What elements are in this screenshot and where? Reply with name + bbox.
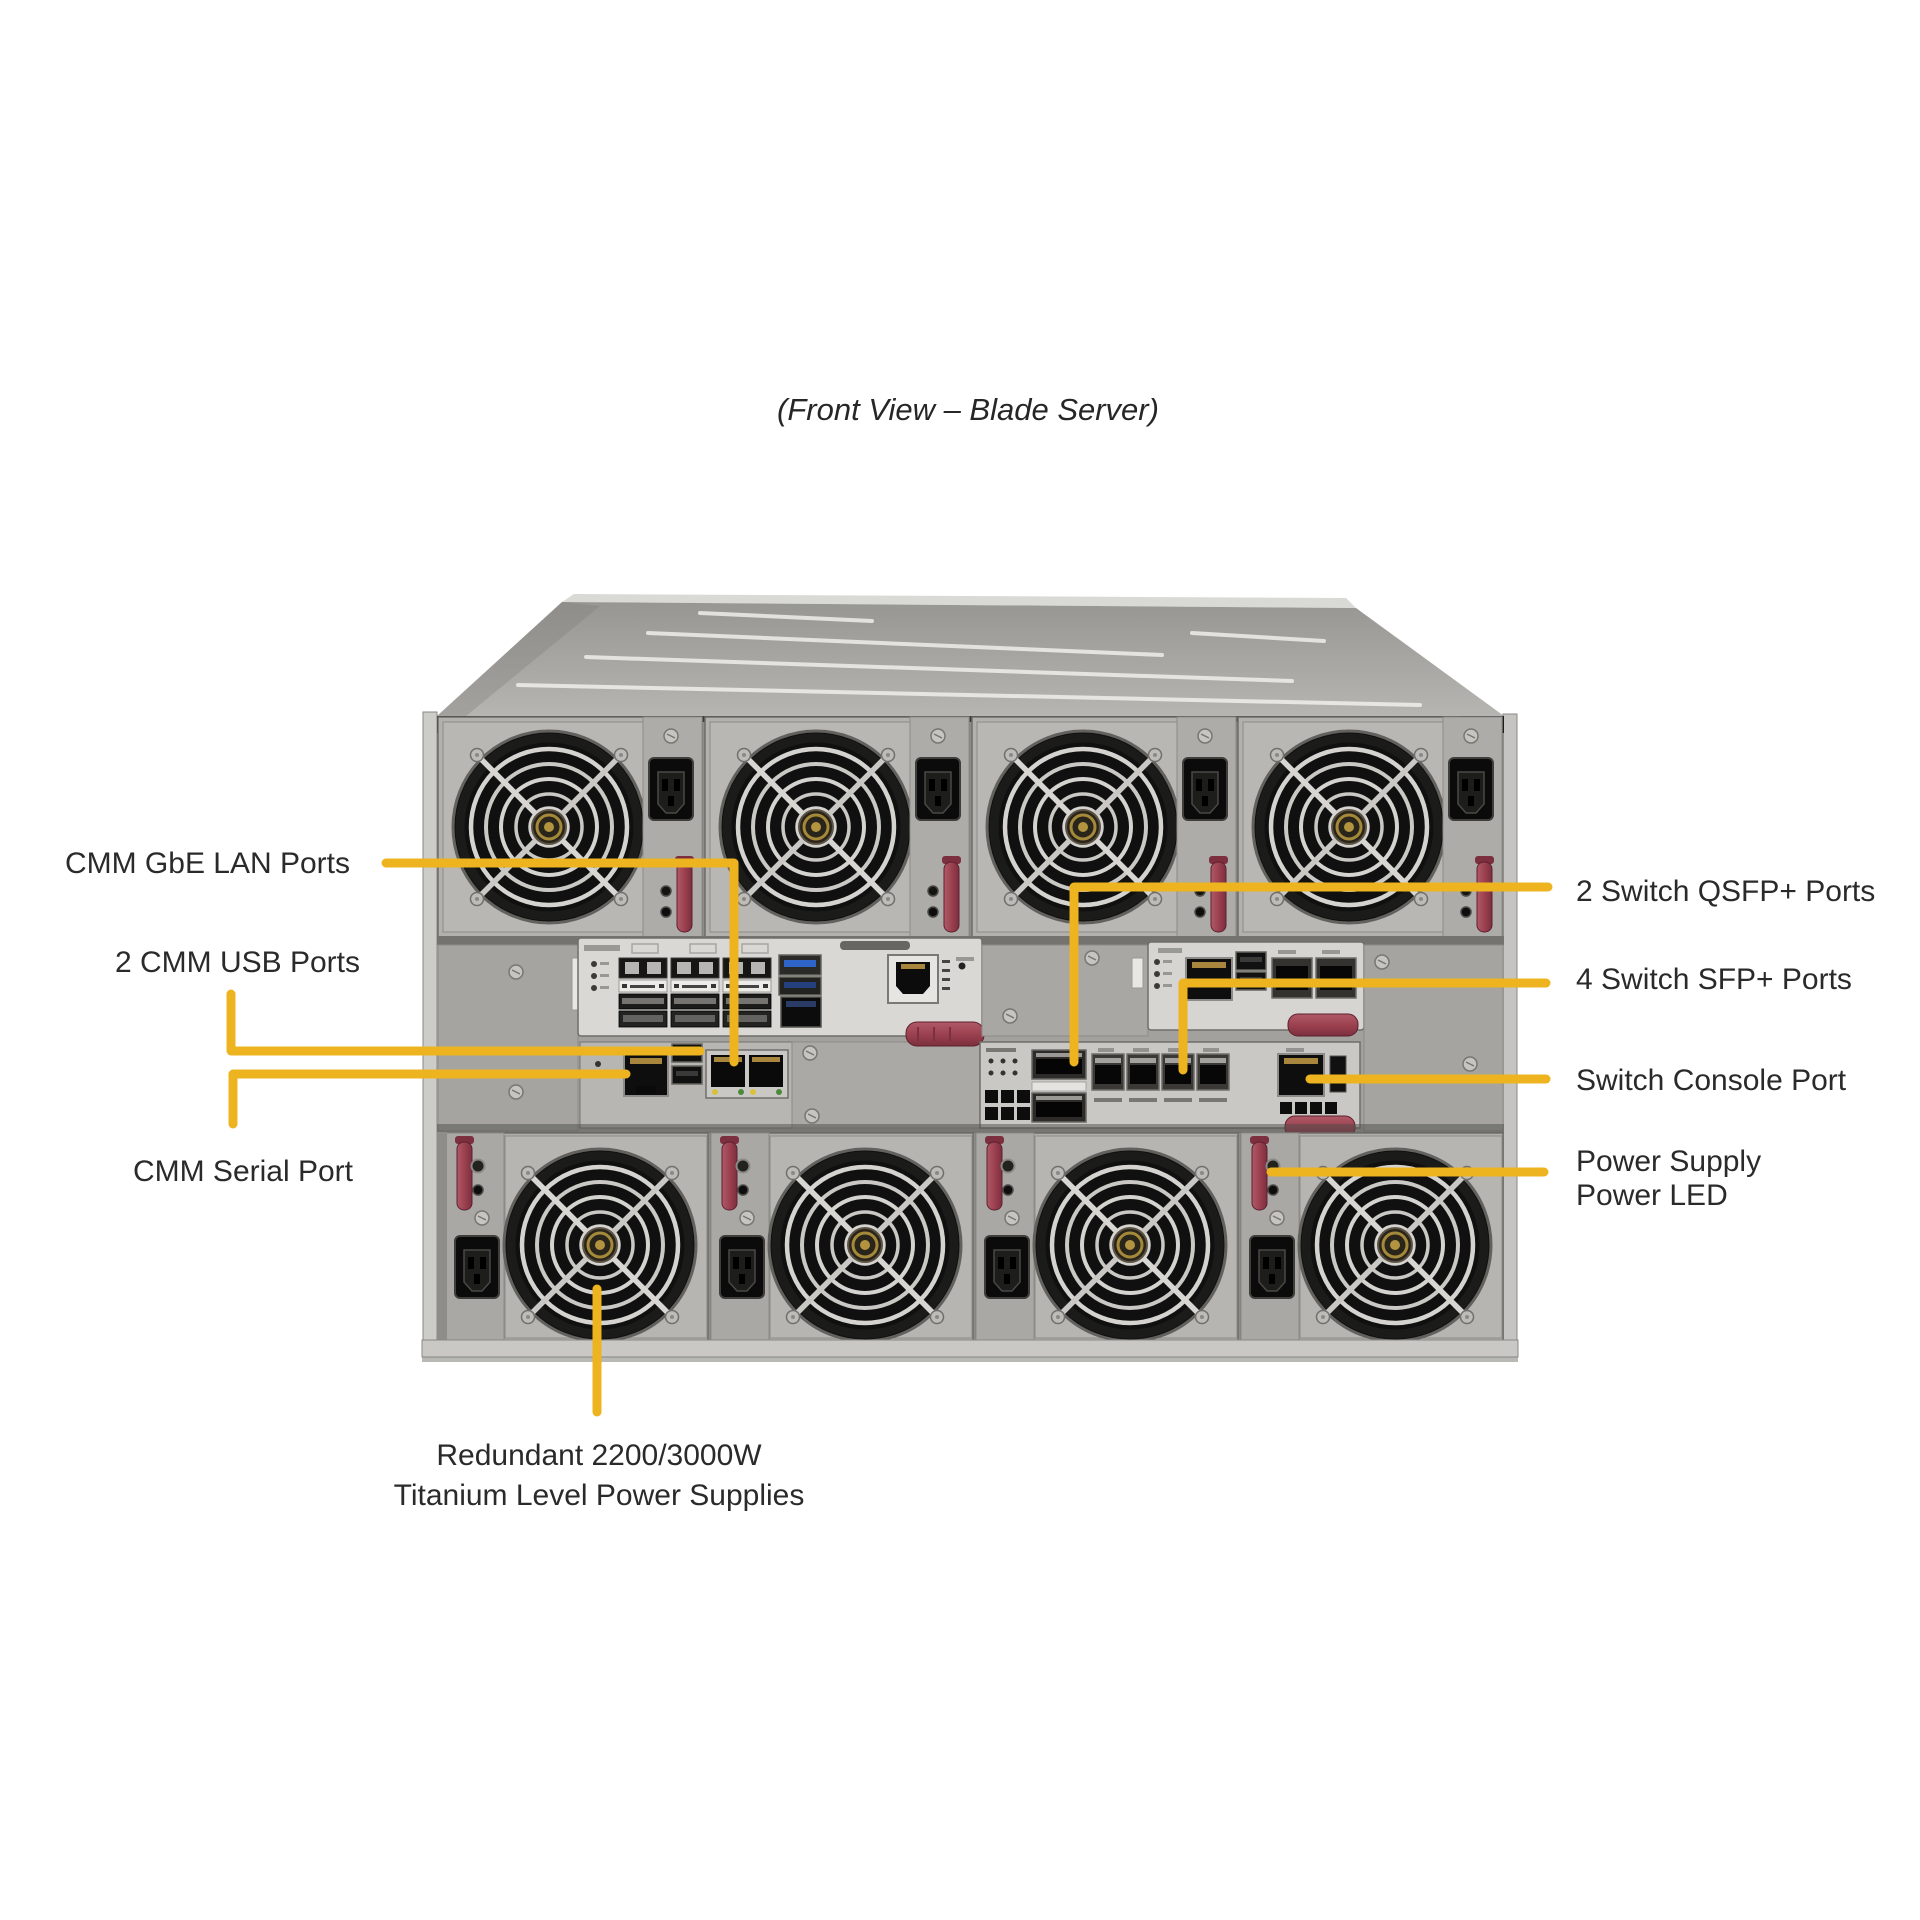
- cmm-handle-slot: [840, 941, 910, 950]
- label-switch-console: Switch Console Port: [1576, 1064, 1847, 1097]
- label-switch-sfp: 4 Switch SFP+ Ports: [1576, 963, 1852, 996]
- cmm-top-glyphs: [631, 943, 769, 954]
- bottom-psu-row: [437, 1132, 1503, 1342]
- switch-aux-slot: [1329, 1055, 1347, 1093]
- cmm-rs232-port: [887, 954, 939, 1004]
- cmm-reset-leds: [942, 957, 974, 990]
- cmm-status-leds: [591, 961, 609, 991]
- switch-sfp-ports: [1091, 1048, 1230, 1102]
- label-cmm-serial: CMM Serial Port: [133, 1155, 354, 1188]
- callout-line-cmm-serial: [228, 1069, 631, 1129]
- roof-vent-stencils: [516, 611, 1422, 707]
- cmm-module: [577, 937, 983, 1037]
- switch-bay-latch: [1287, 1013, 1359, 1037]
- middle-module-row: [437, 936, 1504, 1139]
- upper-filler-panel: [981, 944, 1149, 1037]
- label-psu-redundant-line2: Titanium Level Power Supplies: [394, 1479, 805, 1512]
- figure-title: (Front View – Blade Server): [777, 392, 1159, 427]
- psu-module: [446, 1133, 708, 1341]
- label-psu-led-line2: Power LED: [1576, 1179, 1728, 1212]
- psu-module: [976, 1133, 1238, 1341]
- psu-module: [972, 717, 1236, 937]
- psu-module: [1238, 717, 1502, 937]
- cmm-lower-ports: [579, 1041, 793, 1129]
- cmm-usb3-ports: [778, 954, 822, 1028]
- psu-module: [705, 717, 969, 937]
- psu-module: [438, 717, 702, 937]
- switch-uplink-cages: [1271, 950, 1357, 999]
- right-rack-rail: [1502, 713, 1518, 1345]
- label-psu-redundant-line1: Redundant 2200/3000W: [436, 1439, 762, 1472]
- cmm-serial-port: [623, 1053, 669, 1097]
- switch-lower-module: [979, 1041, 1361, 1129]
- right-filler-panel: [1363, 944, 1504, 1132]
- cmm-lan-ports: [705, 1049, 789, 1099]
- left-rack-rail: [422, 711, 438, 1345]
- switch-qsfp-ports: [1031, 1049, 1087, 1123]
- left-filler-panel: [437, 944, 587, 1132]
- label-cmm-usb: 2 CMM USB Ports: [115, 946, 360, 979]
- callout-line-cmm-gbe-lan: [381, 858, 739, 1067]
- label-psu-led-line1: Power Supply: [1576, 1145, 1761, 1178]
- psu-module: [1241, 1133, 1503, 1341]
- cmm-bay-latch: [905, 1021, 985, 1047]
- callout-lines: [226, 858, 1553, 1417]
- chassis: [421, 594, 1519, 1362]
- callout-line-cmm-usb: [226, 989, 705, 1056]
- callout-line-switch-sfp: [1178, 978, 1551, 1075]
- chassis-base: [421, 1339, 1519, 1362]
- label-switch-qsfp: 2 Switch QSFP+ Ports: [1576, 875, 1875, 908]
- mid-filler-panel: [791, 1041, 983, 1129]
- label-cmm-gbe-lan: CMM GbE LAN Ports: [65, 847, 350, 880]
- psu-module: [711, 1133, 973, 1341]
- callout-line-switch-qsfp: [1069, 882, 1553, 1067]
- switch-console-port: [1277, 1048, 1325, 1097]
- switch-led-block: [985, 1048, 1030, 1120]
